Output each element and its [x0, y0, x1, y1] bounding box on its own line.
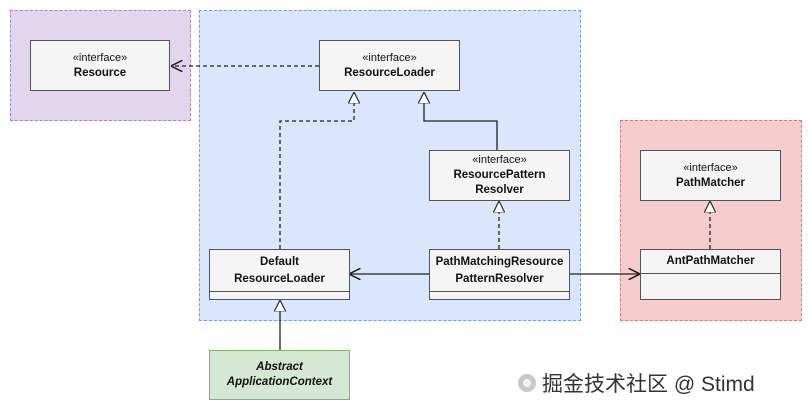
wechat-logo-icon: [518, 374, 536, 392]
watermark: 掘金技术社区 @ Stimd: [518, 368, 755, 398]
ant-path-matcher-header: AntPathMatcher: [641, 250, 780, 274]
resource-loader-name: ResourceLoader: [344, 66, 435, 79]
path-matching-resource-pattern-resolver-class: PathMatchingResource PatternResolver: [429, 249, 570, 300]
extends-patternresolver-resourceloader: [424, 92, 498, 150]
resource-interface-box: «interface» Resource: [30, 40, 170, 91]
watermark-text: 掘金技术社区 @ Stimd: [542, 373, 755, 396]
path-matching-resolver-name-line1: PathMatchingResource: [435, 255, 564, 268]
resource-pattern-resolver-name-line2: Resolver: [475, 184, 524, 196]
path-matcher-interface-box: «interface» PathMatcher: [640, 150, 781, 201]
resource-loader-interface-box: «interface» ResourceLoader: [319, 40, 460, 91]
realization-defaultloader-resourceloader: [279, 92, 354, 249]
ant-path-matcher-class: AntPathMatcher: [640, 249, 781, 300]
ant-path-matcher-name: AntPathMatcher: [666, 255, 755, 267]
resource-pattern-resolver-stereotype: «interface»: [472, 154, 527, 166]
resource-pattern-resolver-interface-box: «interface» ResourcePattern Resolver: [429, 150, 570, 201]
default-resource-loader-name-line1: Default: [260, 255, 299, 268]
resource-loader-stereotype: «interface»: [362, 51, 417, 64]
default-resource-loader-header: Default ResourceLoader: [210, 250, 349, 292]
abstract-application-context-name-line2: ApplicationContext: [226, 376, 333, 388]
path-matcher-stereotype: «interface»: [683, 161, 738, 174]
path-matcher-name: PathMatcher: [675, 176, 746, 189]
resource-name: Resource: [73, 66, 127, 79]
path-matching-resolver-header: PathMatchingResource PatternResolver: [430, 250, 569, 292]
abstract-application-context-class: Abstract ApplicationContext: [209, 350, 350, 400]
abstract-application-context-name-line1: Abstract: [256, 361, 303, 373]
resource-pattern-resolver-name-line1: ResourcePattern: [453, 169, 546, 181]
resource-stereotype: «interface»: [72, 51, 128, 64]
default-resource-loader-name-line2: ResourceLoader: [234, 272, 325, 285]
default-resource-loader-class: Default ResourceLoader: [209, 249, 350, 300]
path-matching-resolver-name-line2: PatternResolver: [455, 272, 544, 285]
